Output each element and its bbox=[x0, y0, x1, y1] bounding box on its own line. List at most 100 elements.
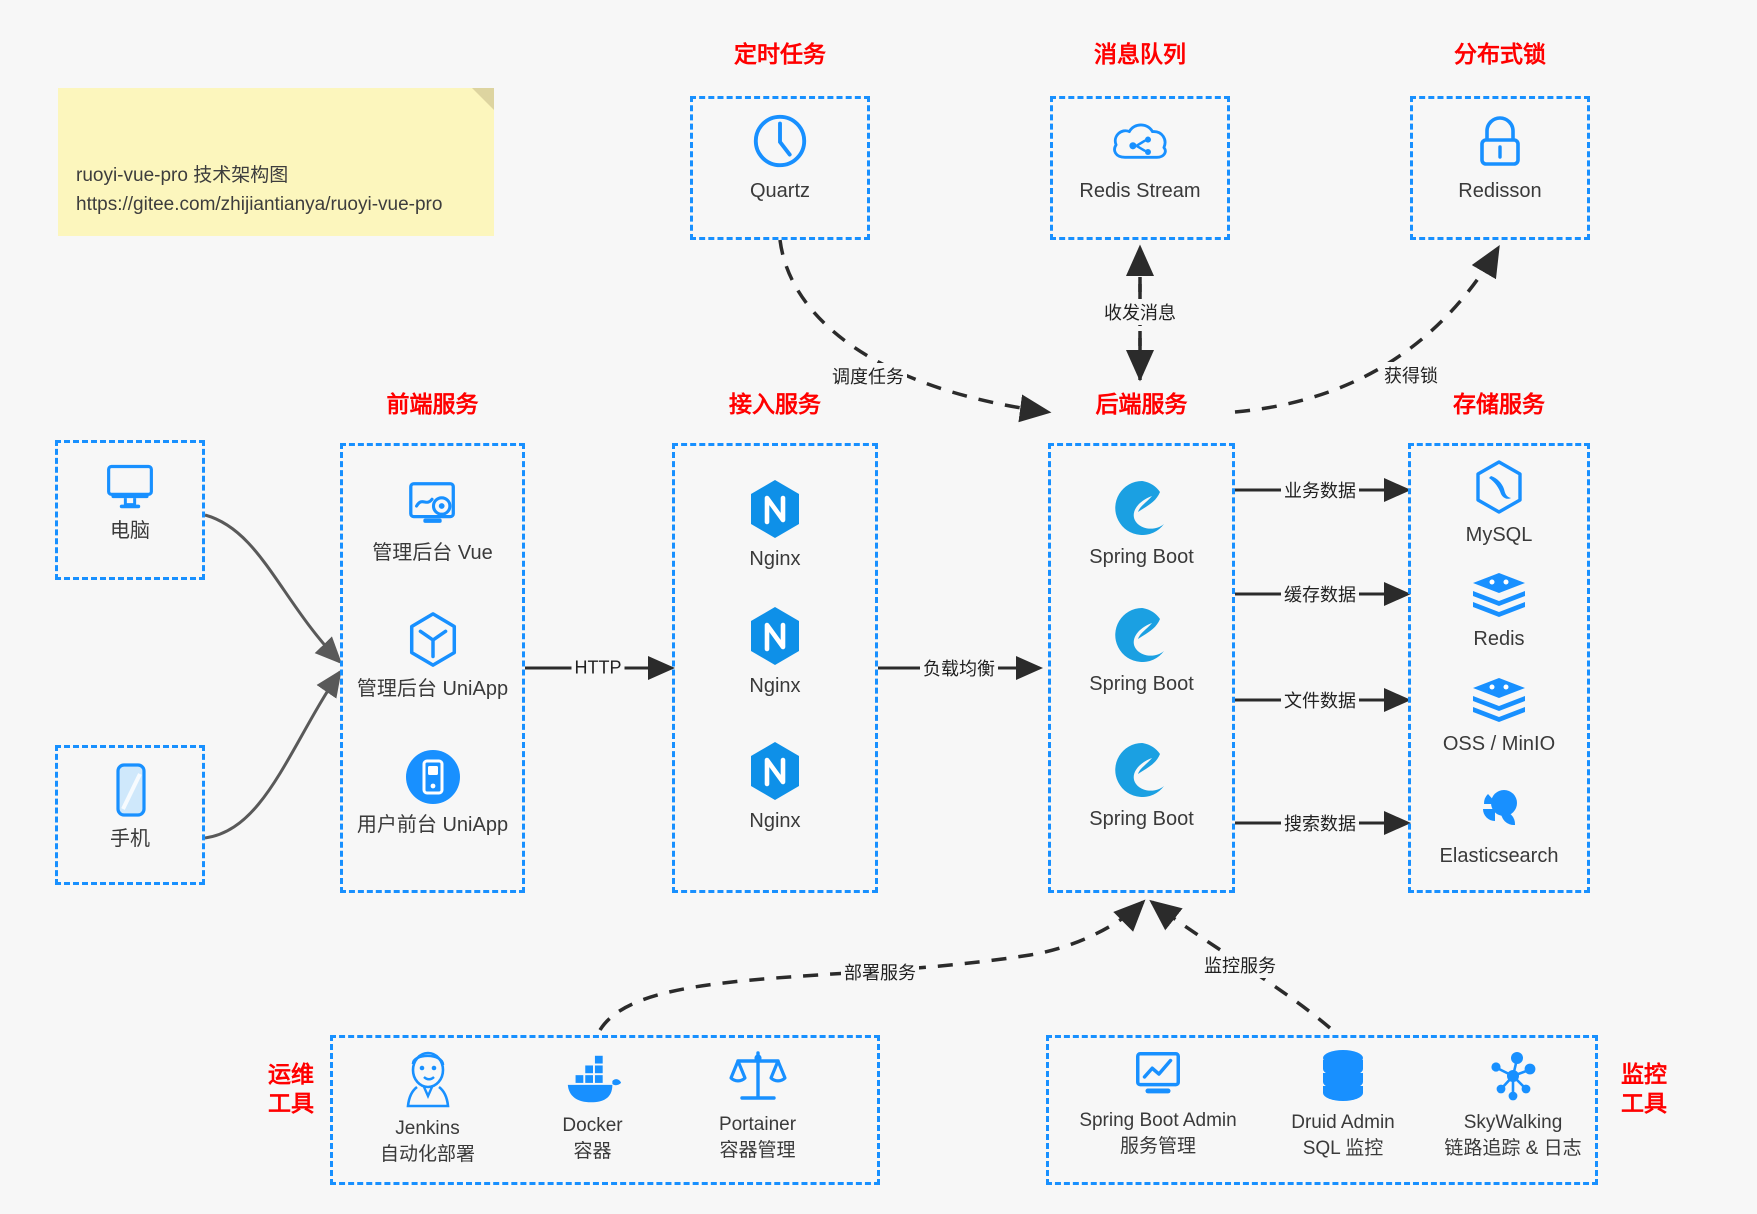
group-gateway bbox=[672, 443, 878, 893]
node-label-docker: Docker 容器 bbox=[562, 1115, 623, 1162]
node-label-redis-stream: Redis Stream bbox=[1079, 180, 1201, 202]
group-title-gateway: 接入服务 bbox=[729, 391, 821, 417]
edge-schedule-task bbox=[778, 239, 1052, 423]
group-title-monitor: 监控 工具 bbox=[1621, 1061, 1667, 1116]
node-user-uniapp[interactable]: 用户前台 UniApp bbox=[340, 748, 525, 839]
node-nginx-2[interactable]: Nginx bbox=[672, 605, 878, 700]
scales-icon bbox=[728, 1048, 787, 1106]
group-client-pc bbox=[55, 440, 205, 580]
node-label-oss-minio: OSS / MinIO bbox=[1442, 733, 1556, 755]
edge-label-search-data: 搜索数据 bbox=[1281, 810, 1359, 836]
group-title-backend: 后端服务 bbox=[1095, 391, 1188, 417]
diagram-note: ruoyi-vue-pro 技术架构图 https://gitee.com/zh… bbox=[58, 88, 494, 236]
spring-icon bbox=[1112, 740, 1172, 800]
node-label-spring-boot-admin: Spring Boot Admin 服务管理 bbox=[1079, 1110, 1237, 1157]
node-portainer[interactable]: Portainer 容器管理 bbox=[675, 1048, 840, 1163]
node-label-jenkins: Jenkins 自动化部署 bbox=[379, 1118, 475, 1165]
edge-mobile-to-frontend bbox=[204, 669, 342, 840]
storage-stack-icon bbox=[1470, 675, 1528, 725]
node-label-spring-boot-2: Spring Boot bbox=[1089, 673, 1194, 695]
node-admin-vue[interactable]: 管理后台 Vue bbox=[340, 478, 525, 567]
node-label-druid-admin: Druid Admin SQL 监控 bbox=[1291, 1112, 1395, 1159]
node-label-pc: 电脑 bbox=[110, 520, 150, 542]
note-fold-corner bbox=[472, 88, 494, 110]
edge-acquire-lock bbox=[1234, 244, 1500, 414]
node-label-mysql: MySQL bbox=[1465, 524, 1533, 546]
edge-label-cache-data: 缓存数据 bbox=[1281, 581, 1359, 607]
mysql-icon bbox=[1473, 460, 1525, 516]
database-icon bbox=[1317, 1048, 1369, 1104]
lock-icon bbox=[1470, 112, 1530, 172]
node-redis-stream[interactable]: Redis Stream bbox=[1050, 116, 1230, 205]
node-mobile[interactable]: 手机 bbox=[55, 762, 205, 853]
edge-label-file-data: 文件数据 bbox=[1281, 687, 1359, 713]
node-label-portainer: Portainer 容器管理 bbox=[718, 1114, 797, 1161]
group-devops bbox=[330, 1035, 880, 1185]
clock-icon bbox=[749, 110, 811, 172]
spring-icon bbox=[1112, 478, 1172, 538]
nginx-icon bbox=[747, 740, 803, 802]
node-label-nginx-2: Nginx bbox=[749, 675, 801, 697]
edge-label-schedule-task: 调度任务 bbox=[829, 363, 907, 389]
node-label-skywalking: SkyWalking 链路追踪 & 日志 bbox=[1444, 1112, 1582, 1159]
group-title-scheduler: 定时任务 bbox=[734, 41, 826, 67]
cloud-stream-icon bbox=[1109, 116, 1171, 172]
node-druid-admin[interactable]: Druid Admin SQL 监控 bbox=[1258, 1048, 1428, 1161]
edge-label-monitor-service: 监控服务 bbox=[1201, 952, 1279, 978]
network-nodes-icon bbox=[1484, 1048, 1542, 1104]
node-spring-boot-2[interactable]: Spring Boot bbox=[1048, 605, 1235, 698]
spring-icon bbox=[1112, 605, 1172, 665]
node-label-quartz: Quartz bbox=[749, 180, 811, 202]
node-label-admin-vue: 管理后台 Vue bbox=[372, 542, 493, 564]
group-title-lock: 分布式锁 bbox=[1454, 41, 1546, 67]
group-title-mq: 消息队列 bbox=[1094, 41, 1186, 67]
node-oss-minio[interactable]: OSS / MinIO bbox=[1408, 675, 1590, 758]
node-mysql[interactable]: MySQL bbox=[1408, 460, 1590, 549]
edge-label-business-data: 业务数据 bbox=[1281, 477, 1359, 503]
nginx-icon bbox=[747, 478, 803, 540]
node-spring-boot-1[interactable]: Spring Boot bbox=[1048, 478, 1235, 571]
uniapp-icon bbox=[404, 610, 462, 670]
node-label-admin-uniapp: 管理后台 UniApp bbox=[356, 678, 509, 700]
edge-label-mq-messages: 收发消息 bbox=[1101, 299, 1179, 325]
node-spring-boot-3[interactable]: Spring Boot bbox=[1048, 740, 1235, 833]
node-elasticsearch[interactable]: Elasticsearch bbox=[1408, 785, 1590, 870]
redis-icon bbox=[1470, 570, 1528, 620]
node-label-nginx-1: Nginx bbox=[749, 548, 801, 570]
node-nginx-3[interactable]: Nginx bbox=[672, 740, 878, 835]
node-label-spring-boot-3: Spring Boot bbox=[1089, 808, 1194, 830]
node-redis[interactable]: Redis bbox=[1408, 570, 1590, 653]
node-docker[interactable]: Docker 容器 bbox=[510, 1053, 675, 1164]
node-pc[interactable]: 电脑 bbox=[55, 460, 205, 545]
edge-label-http: HTTP bbox=[571, 657, 625, 679]
node-label-mobile: 手机 bbox=[110, 828, 150, 850]
node-label-nginx-3: Nginx bbox=[749, 810, 801, 832]
node-label-elasticsearch: Elasticsearch bbox=[1439, 845, 1559, 867]
group-client-mobile bbox=[55, 745, 205, 885]
edge-label-acquire-lock: 获得锁 bbox=[1381, 362, 1441, 388]
node-admin-uniapp[interactable]: 管理后台 UniApp bbox=[340, 610, 525, 703]
monitor-chart-icon bbox=[1129, 1048, 1187, 1102]
node-quartz[interactable]: Quartz bbox=[690, 110, 870, 205]
node-skywalking[interactable]: SkyWalking 链路追踪 & 日志 bbox=[1428, 1048, 1598, 1161]
group-storage bbox=[1408, 443, 1590, 893]
node-jenkins[interactable]: Jenkins 自动化部署 bbox=[345, 1048, 510, 1167]
group-title-frontend: 前端服务 bbox=[386, 391, 479, 417]
smartphone-icon bbox=[107, 762, 153, 820]
group-frontend bbox=[340, 443, 525, 893]
node-nginx-1[interactable]: Nginx bbox=[672, 478, 878, 573]
edge-pc-to-frontend bbox=[204, 513, 343, 665]
edge-label-deploy-service: 部署服务 bbox=[841, 959, 919, 985]
node-label-user-uniapp: 用户前台 UniApp bbox=[356, 814, 509, 836]
group-title-devops: 运维 工具 bbox=[268, 1061, 314, 1116]
group-scheduler bbox=[690, 96, 870, 240]
node-spring-boot-admin[interactable]: Spring Boot Admin 服务管理 bbox=[1058, 1048, 1258, 1159]
elasticsearch-icon bbox=[1471, 785, 1527, 837]
node-redisson[interactable]: Redisson bbox=[1410, 112, 1590, 205]
node-label-redis: Redis bbox=[1473, 628, 1525, 650]
mobile-app-icon bbox=[404, 748, 462, 806]
note-text: ruoyi-vue-pro 技术架构图 https://gitee.com/zh… bbox=[76, 164, 443, 216]
edge-label-load-balance: 负载均衡 bbox=[920, 655, 998, 681]
docker-icon bbox=[562, 1053, 624, 1107]
